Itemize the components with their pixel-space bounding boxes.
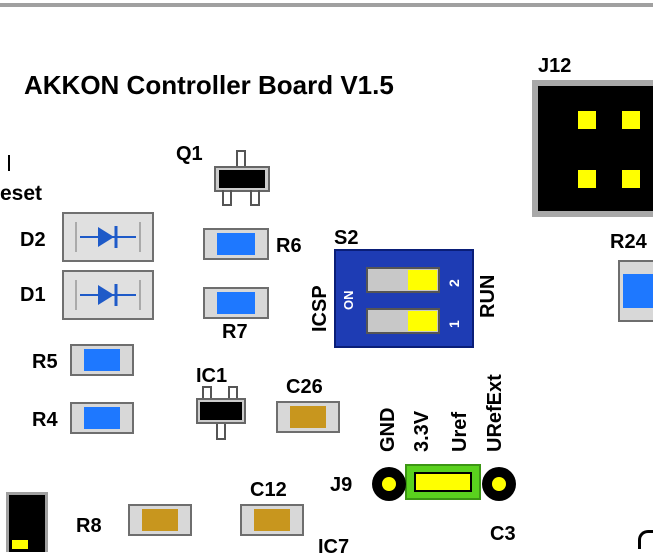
- c26-capacitor: [276, 401, 340, 433]
- bottom-left-connector: [6, 492, 48, 552]
- j12-pad-1: [578, 111, 596, 129]
- r4-resistor: [70, 402, 134, 434]
- r24-label: R24: [610, 231, 647, 253]
- c26-label: C26: [286, 376, 323, 398]
- j9-pin-gnd-pad: [382, 477, 396, 491]
- d2-diode: [62, 212, 154, 262]
- r6-label: R6: [276, 235, 302, 257]
- r6-resistor: [203, 228, 269, 260]
- j12-pad-4: [622, 170, 640, 188]
- r8-label: R8: [76, 515, 102, 537]
- j9-pin-urefext-label: URefExt: [484, 374, 506, 452]
- r7-label: R7: [222, 321, 248, 343]
- switch-pos-2: 2: [446, 279, 462, 287]
- j9-pin-uref-label: Uref: [449, 411, 471, 452]
- switch-on-label: ON: [341, 290, 356, 311]
- switch-lever-1: [408, 311, 437, 331]
- c3-label: C3: [490, 523, 516, 545]
- diode-symbol-icon: [75, 280, 141, 310]
- j9-pin-urefext-pad: [492, 477, 506, 491]
- board-top-edge: [0, 3, 653, 7]
- j9-pin-gnd-label: GND: [377, 407, 399, 452]
- bottom-left-pad: [12, 540, 28, 549]
- diode-symbol-icon: [75, 222, 141, 252]
- ic1-transistor: [196, 386, 246, 442]
- j9-label: J9: [330, 474, 353, 496]
- r5-label: R5: [32, 351, 58, 373]
- switch-lever-2: [408, 270, 437, 290]
- switch-pos-1: 1: [446, 320, 462, 328]
- j12-body: [538, 86, 653, 211]
- j12-label: J12: [538, 55, 572, 77]
- icsp-label: ICSP: [309, 285, 331, 332]
- right-edge-fragment: [638, 530, 653, 549]
- reset-tick: [8, 155, 10, 171]
- r4-label: R4: [32, 409, 58, 431]
- run-label: RUN: [477, 274, 499, 318]
- r7-resistor: [203, 287, 269, 319]
- r24-resistor: [618, 260, 653, 322]
- j12-pad-2: [622, 111, 640, 129]
- j9-pin-3v3-label: 3.3V: [411, 410, 433, 452]
- q1-label: Q1: [176, 143, 203, 165]
- c12-capacitor: [240, 504, 304, 536]
- board-title: AKKON Controller Board V1.5: [24, 70, 394, 100]
- ic7-label: IC7: [318, 536, 350, 558]
- j9-jumper-inner: [414, 472, 472, 492]
- d2-label: D2: [20, 229, 46, 251]
- c12-label: C12: [250, 479, 287, 501]
- q1-transistor: [214, 150, 270, 206]
- d1-diode: [62, 270, 154, 320]
- reset-label: eset: [0, 182, 43, 205]
- ic1-label: IC1: [196, 365, 228, 387]
- j12-pad-3: [578, 170, 596, 188]
- d1-label: D1: [20, 284, 46, 306]
- r5-resistor: [70, 344, 134, 376]
- s2-label: S2: [334, 227, 359, 249]
- r8-capacitor: [128, 504, 192, 536]
